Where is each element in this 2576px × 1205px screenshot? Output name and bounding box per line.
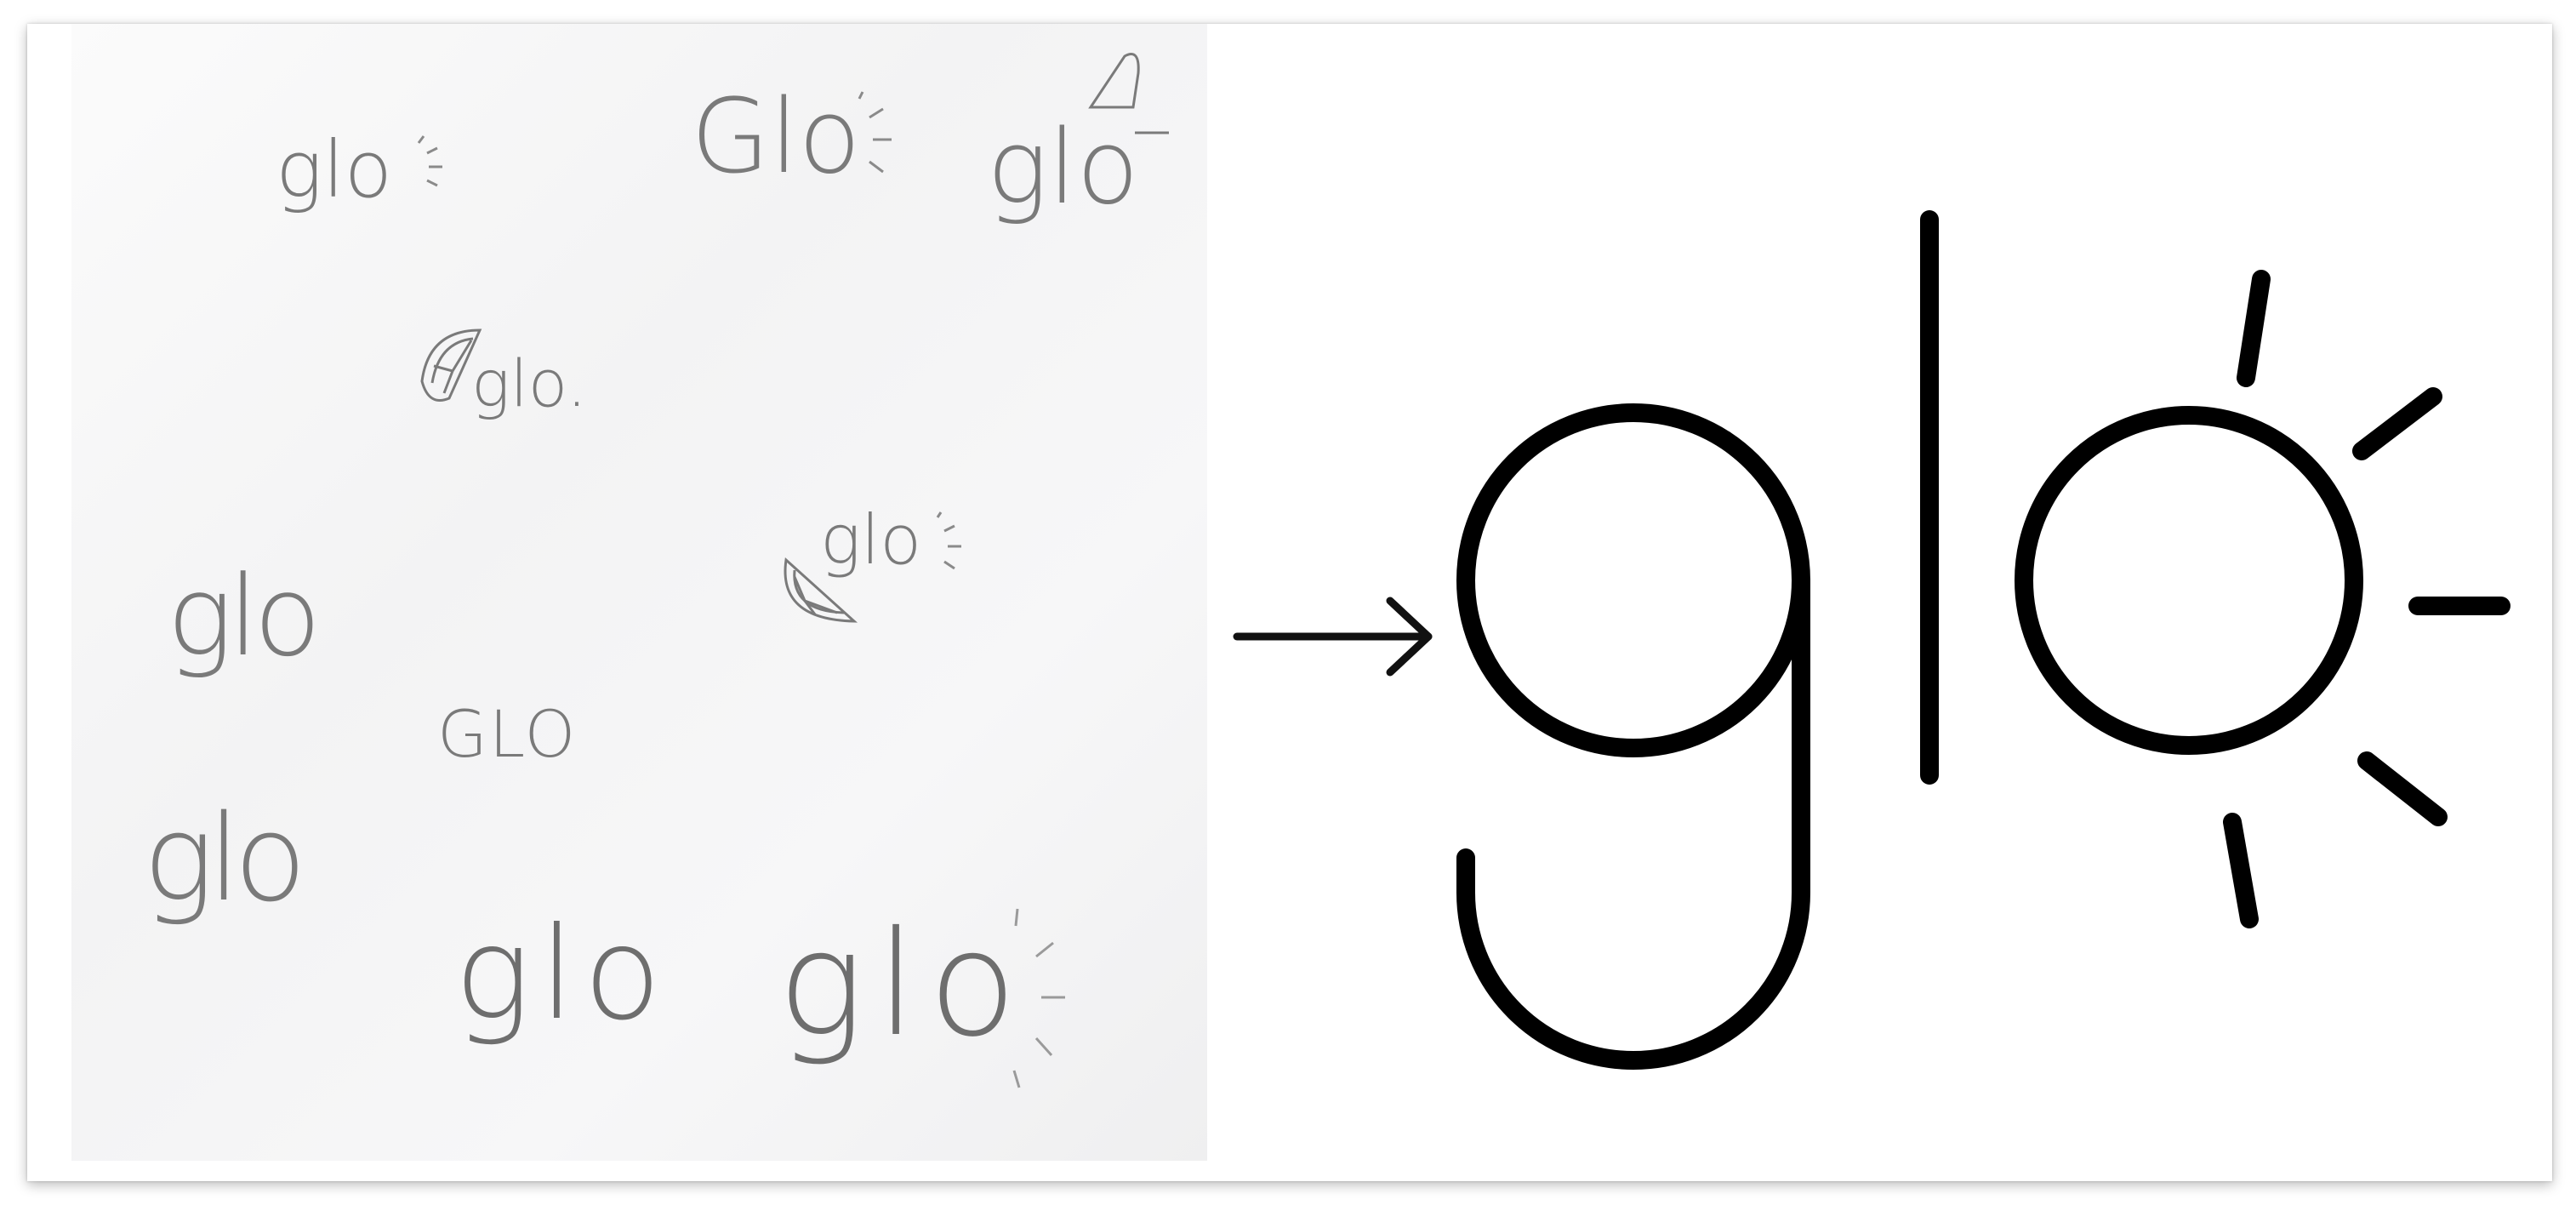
letter-g-bowl [1456,403,1810,757]
sun-rays-icon [858,91,892,174]
sketch-glo-rounded: glo [454,900,670,1048]
sun-rays-icon [936,511,961,570]
sun-rays-icon [2223,270,2510,928]
lemon-slice-icon [784,557,858,623]
lemon-slice-icon [420,328,482,402]
arrow-right-icon [1233,597,1433,677]
sun-rays-icon [417,135,442,187]
image-card: glo Glo glo [27,24,2552,1181]
glo-sun-logo-icon [1456,210,2510,1070]
lemon-slice-icon [1088,53,1169,134]
sketch-Glo-rays: Glo [691,78,861,197]
paper-showthrough [88,568,129,716]
sketch-glo-rays-small: glo [276,124,393,215]
letter-g-tail [1456,571,1810,1070]
sketch-glo-rounded-sun: glo [778,900,1029,1069]
sketch-glo-block: glo [167,551,322,681]
sun-rays-icon [1012,908,1065,1088]
sketch-GLO-caps: GLO [437,696,578,772]
sketch-glo-lemon-tall: glo [987,109,1139,227]
sketch-glo-lemon-left: glo. [471,346,588,421]
sketch-glo-lemon-rays: glo [820,500,922,580]
sketch-glo-block-2: glo [143,790,307,928]
letter-o-sun [2015,406,2363,755]
sketch-sheet: glo Glo glo [71,24,1207,1161]
